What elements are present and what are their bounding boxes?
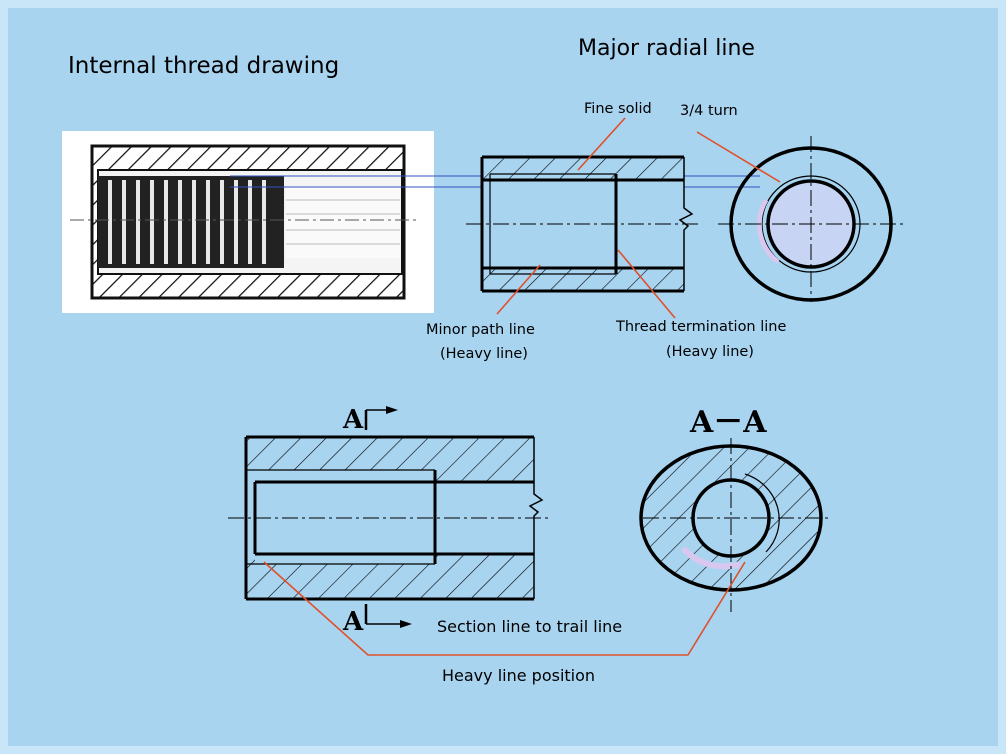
title-left: Internal thread drawing <box>68 53 339 79</box>
label-thread-termination: Thread termination line <box>615 319 786 335</box>
title-right: Major radial line <box>578 36 755 61</box>
section-view-title: A－A <box>689 405 767 440</box>
label-minor-path-note: (Heavy line) <box>440 346 528 362</box>
section-label-bottom: A <box>342 607 364 637</box>
label-heavy-line-position: Heavy line position <box>442 666 595 685</box>
section-end-view <box>639 438 832 612</box>
label-minor-path-line: Minor path line <box>426 322 535 338</box>
label-section-to-trail: Section line to trail line <box>437 617 622 636</box>
label-thread-termination-note: (Heavy line) <box>666 344 754 360</box>
section-label-top: A <box>342 405 364 435</box>
label-three-quarter-turn: 3/4 turn <box>680 103 738 119</box>
top-side-view <box>466 155 700 293</box>
top-end-view <box>718 136 906 302</box>
section-marker-top <box>364 406 398 430</box>
leader-lines <box>263 117 781 656</box>
thread-photo <box>62 131 434 313</box>
section-marker-bottom <box>364 604 412 628</box>
section-side-view <box>228 435 552 601</box>
label-fine-solid: Fine solid <box>584 101 652 117</box>
